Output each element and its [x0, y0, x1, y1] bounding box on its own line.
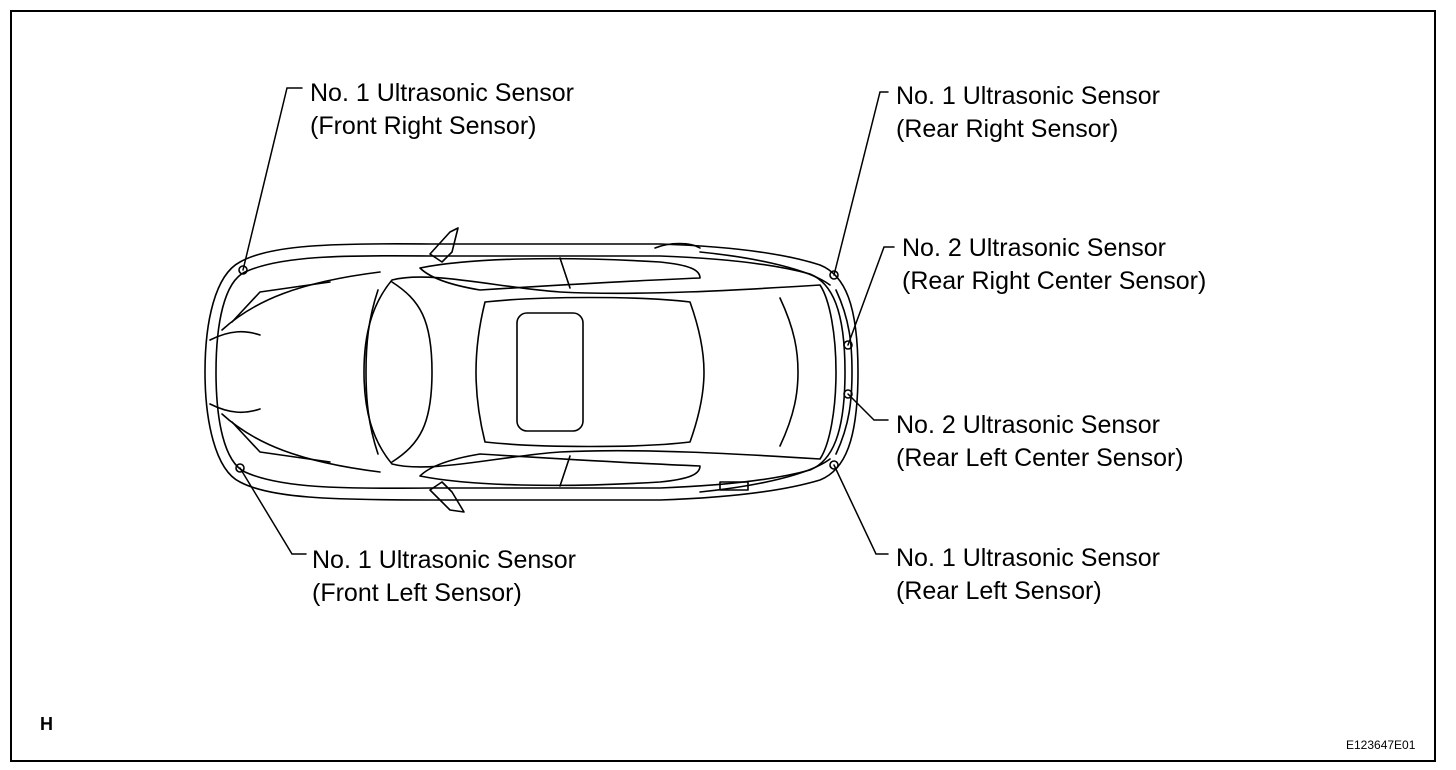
label-front-left-sensor: No. 1 Ultrasonic Sensor (Front Left Sens… [312, 544, 576, 610]
rear-right-center-sensor [843, 340, 853, 350]
front-right-sensor [238, 265, 248, 275]
label-rear-right-sensor: No. 1 Ultrasonic Sensor (Rear Right Sens… [896, 80, 1160, 146]
leader-rear-left [833, 464, 889, 555]
label-line2: (Rear Right Center Sensor) [902, 267, 1207, 295]
rear-left-sensor [829, 460, 839, 470]
label-line2: (Rear Right Sensor) [896, 115, 1119, 143]
label-line1: No. 1 Ultrasonic Sensor [896, 82, 1161, 110]
label-line2: (Front Left Sensor) [312, 579, 522, 607]
label-rear-left-sensor: No. 1 Ultrasonic Sensor (Rear Left Senso… [896, 542, 1160, 608]
label-line1: No. 2 Ultrasonic Sensor [902, 234, 1167, 262]
sunroof [516, 312, 584, 432]
leader-front-left [239, 467, 307, 555]
car-cabin [363, 276, 837, 468]
label-line2: (Rear Left Center Sensor) [896, 444, 1184, 472]
rear-right-sensor [829, 270, 839, 280]
car-body-outline [204, 242, 859, 501]
label-line1: No. 1 Ultrasonic Sensor [896, 544, 1161, 572]
right-mirror [429, 227, 459, 263]
label-line2: (Front Right Sensor) [310, 112, 537, 140]
leader-front-right [242, 87, 303, 271]
label-line1: No. 2 Ultrasonic Sensor [896, 411, 1161, 439]
left-mirror [429, 481, 465, 513]
label-line1: No. 1 Ultrasonic Sensor [312, 546, 577, 574]
leader-rear-left-center [847, 393, 889, 421]
figure-code: E123647E01 [1346, 738, 1416, 752]
label-rear-left-center-sensor: No. 2 Ultrasonic Sensor (Rear Left Cente… [896, 409, 1184, 475]
label-line2: (Rear Left Sensor) [896, 577, 1102, 605]
label-front-right-sensor: No. 1 Ultrasonic Sensor (Front Right Sen… [310, 77, 574, 143]
rear-left-center-sensor [843, 389, 853, 399]
leader-rear-right-center [847, 246, 895, 346]
leader-rear-right [833, 91, 889, 276]
corner-letter: H [40, 714, 53, 734]
front-left-sensor [235, 463, 245, 473]
label-line1: No. 1 Ultrasonic Sensor [310, 79, 575, 107]
label-rear-right-center-sensor: No. 2 Ultrasonic Sensor (Rear Right Cent… [902, 232, 1206, 298]
diagram-frame [10, 10, 1436, 762]
